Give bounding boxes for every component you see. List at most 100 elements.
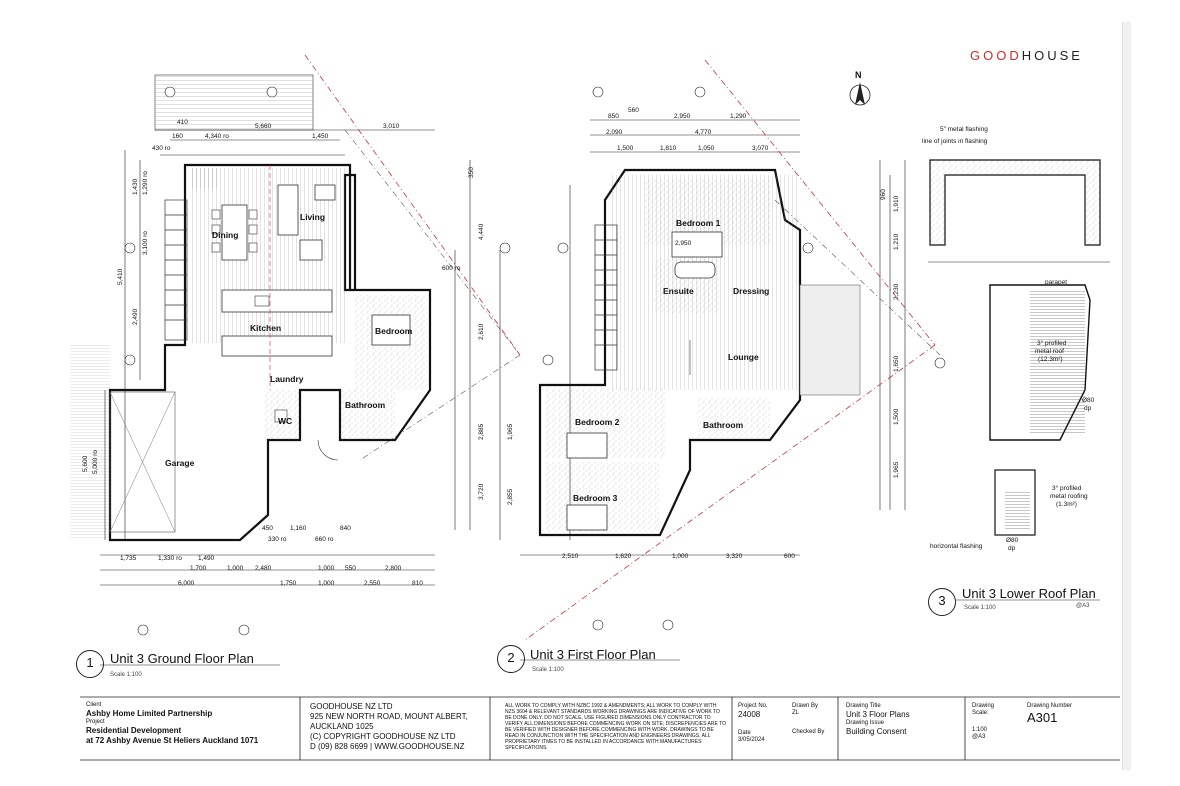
title-block-scale: Drawing Scale: 1:100 @A3 xyxy=(972,703,995,740)
plan-3-sheet: @A3 xyxy=(1076,603,1090,609)
svg-text:1,210: 1,210 xyxy=(893,233,900,250)
room-lounge: Lounge xyxy=(728,352,759,362)
room-garage: Garage xyxy=(165,458,195,468)
svg-text:1,965: 1,965 xyxy=(893,461,900,478)
title-block-frame xyxy=(80,696,1120,761)
title-block-firm: GOODHOUSE NZ LTD 925 NEW NORTH ROAD, MOU… xyxy=(310,702,468,751)
room-dressing: Dressing xyxy=(733,286,769,296)
note-profiled2c: (1.3m²) xyxy=(1056,501,1077,508)
svg-text:430 ro: 430 ro xyxy=(152,145,171,152)
svg-text:3,100 ro: 3,100 ro xyxy=(142,231,149,255)
room-bedroom1: Bedroom 1 xyxy=(676,218,721,228)
title-block-drawn: Drawn By ZL Checked By xyxy=(792,703,825,735)
note-flashing: 5" metal flashing xyxy=(940,126,988,133)
room-bedroom3: Bedroom 3 xyxy=(573,493,618,503)
svg-text:160: 160 xyxy=(172,133,183,140)
plan-3-title: Unit 3 Lower Roof Plan xyxy=(962,586,1096,601)
svg-text:1,810: 1,810 xyxy=(660,145,677,152)
svg-text:2,230: 2,230 xyxy=(893,283,900,300)
svg-text:2,090: 2,090 xyxy=(606,129,623,136)
note-joints: line of joints in flashing xyxy=(922,138,988,145)
svg-text:1,290: 1,290 xyxy=(730,113,747,120)
plan-2-marker: 2 xyxy=(497,645,525,673)
svg-text:2,490: 2,490 xyxy=(132,308,139,325)
svg-text:N: N xyxy=(855,70,862,80)
svg-text:560: 560 xyxy=(628,107,639,114)
svg-text:330 ro: 330 ro xyxy=(268,536,287,543)
svg-text:1,965: 1,965 xyxy=(507,423,514,440)
room-bedroom2: Bedroom 2 xyxy=(575,417,620,427)
svg-text:1,000: 1,000 xyxy=(672,553,689,560)
svg-text:3,320: 3,320 xyxy=(726,553,743,560)
svg-text:2,885: 2,885 xyxy=(478,423,485,440)
svg-text:1,650: 1,650 xyxy=(893,355,900,372)
svg-text:3,070: 3,070 xyxy=(752,145,769,152)
room-living: Living xyxy=(300,212,325,222)
svg-text:840: 840 xyxy=(340,525,351,532)
svg-text:3,720: 3,720 xyxy=(478,483,485,500)
note-profiled2b: metal roofing xyxy=(1050,493,1088,500)
svg-text:5,660: 5,660 xyxy=(255,123,272,130)
svg-text:4,440: 4,440 xyxy=(478,223,485,240)
svg-text:2,800: 2,800 xyxy=(385,565,402,572)
plan-1-title: Unit 3 Ground Floor Plan xyxy=(110,651,254,666)
svg-text:1,160: 1,160 xyxy=(290,525,307,532)
svg-text:1,330 ro: 1,330 ro xyxy=(158,555,182,562)
room-laundry: Laundry xyxy=(270,374,304,384)
note-profiled1c: (12.3m²) xyxy=(1038,356,1063,363)
svg-text:810: 810 xyxy=(412,580,423,587)
plan-2-scale: Scale 1:100 xyxy=(532,667,564,673)
note-parapet: parapet xyxy=(1045,279,1067,286)
svg-text:5,410: 5,410 xyxy=(117,268,124,285)
svg-text:1,290 ro: 1,290 ro xyxy=(142,171,149,195)
svg-text:4,340 ro: 4,340 ro xyxy=(205,133,229,140)
note-profiled1a: 3° profiled xyxy=(1037,339,1067,347)
svg-text:2,610: 2,610 xyxy=(478,323,485,340)
svg-text:1,000: 1,000 xyxy=(318,580,335,587)
svg-text:2,550: 2,550 xyxy=(364,580,381,587)
svg-text:2,950: 2,950 xyxy=(675,240,692,247)
svg-text:1,700: 1,700 xyxy=(190,565,207,572)
title-block-drawing-number: Drawing Number A301 xyxy=(1027,703,1073,725)
note-dp2b: dp xyxy=(1008,545,1016,552)
svg-text:2,855: 2,855 xyxy=(507,488,514,505)
room-kitchen: Kitchen xyxy=(250,323,281,333)
svg-text:1,500: 1,500 xyxy=(893,408,900,425)
room-dining: Dining xyxy=(212,230,238,240)
svg-text:1,750: 1,750 xyxy=(280,580,297,587)
scrollbar[interactable] xyxy=(1122,22,1131,770)
svg-text:1,430: 1,430 xyxy=(132,178,139,195)
room-bedroom: Bedroom xyxy=(375,326,413,336)
svg-text:660 ro: 660 ro xyxy=(315,536,334,543)
room-ensuite: Ensuite xyxy=(663,286,694,296)
title-block-client: Client Ashby Home Limited Partnership Pr… xyxy=(86,702,259,745)
svg-text:4,770: 4,770 xyxy=(695,129,712,136)
svg-text:1,000: 1,000 xyxy=(318,565,335,572)
svg-text:1,910: 1,910 xyxy=(893,195,900,212)
plan-1-scale: Scale 1:100 xyxy=(110,672,142,678)
room-bathroom: Bathroom xyxy=(345,400,386,410)
plan-2-title: Unit 3 First Floor Plan xyxy=(530,647,656,662)
svg-text:5,000 ro: 5,000 ro xyxy=(92,450,99,474)
plan-3-marker: 3 xyxy=(928,588,956,616)
note-dp1a: Ø80 xyxy=(1082,397,1095,404)
note-dp1b: dp xyxy=(1084,405,1092,412)
ground-floor-plan xyxy=(70,54,521,636)
svg-text:550: 550 xyxy=(345,565,356,572)
svg-text:2,510: 2,510 xyxy=(562,553,579,560)
svg-text:1,490: 1,490 xyxy=(198,555,215,562)
svg-text:1,050: 1,050 xyxy=(698,145,715,152)
plan-1-marker: 1 xyxy=(76,650,104,678)
note-profiled1b: metal roof xyxy=(1035,348,1064,355)
svg-text:1,735: 1,735 xyxy=(120,555,137,562)
brand-logo: GOODHOUSE xyxy=(970,48,1083,63)
note-horizontal: horizontal flashing xyxy=(930,543,983,550)
note-dp2a: Ø80 xyxy=(1006,537,1019,544)
svg-text:850: 850 xyxy=(608,113,619,120)
svg-text:600 ro: 600 ro xyxy=(442,265,461,272)
svg-text:2,480: 2,480 xyxy=(255,565,272,572)
first-floor-plan: N xyxy=(499,59,946,641)
svg-text:1,450: 1,450 xyxy=(312,133,329,140)
svg-text:350: 350 xyxy=(468,167,475,178)
svg-text:410: 410 xyxy=(177,119,188,126)
